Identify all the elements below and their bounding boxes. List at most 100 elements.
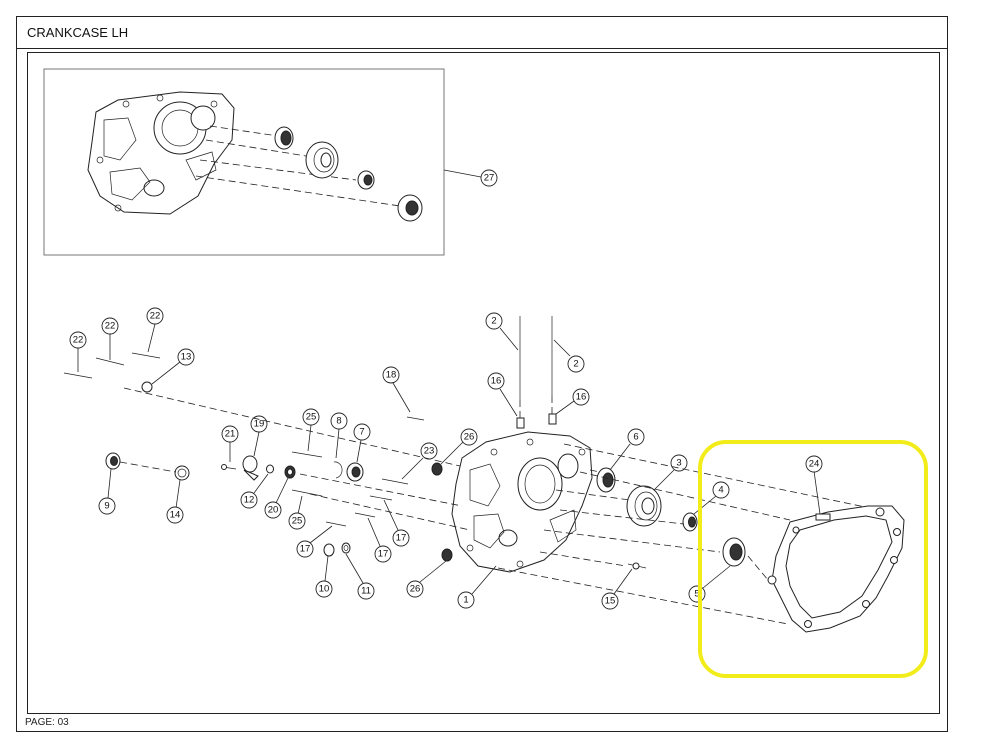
callout-17-b: 17	[374, 545, 392, 563]
page-number: PAGE: 03	[25, 717, 69, 728]
title-block: CRANKCASE LH	[17, 17, 947, 49]
svg-text:26: 26	[410, 584, 421, 595]
circlip-8	[333, 461, 343, 479]
dowel-17-b	[354, 512, 376, 518]
inset-seal	[397, 194, 423, 222]
bolt-23	[381, 478, 409, 485]
plug-26-upper	[431, 462, 443, 476]
svg-text:3: 3	[676, 458, 681, 469]
callout-1: 1	[457, 591, 475, 609]
svg-text:7: 7	[359, 427, 364, 438]
callout-26-b: 26	[406, 580, 424, 598]
callout-22-c: 22	[146, 307, 164, 325]
svg-text:4: 4	[718, 485, 723, 496]
svg-text:1: 1	[463, 595, 468, 606]
callout-15: 15	[601, 592, 619, 610]
seal-5	[722, 537, 746, 567]
stud-22-left	[63, 372, 93, 379]
callout-16-b: 16	[572, 388, 590, 406]
callout-27: 27	[480, 169, 498, 187]
inset-dash-lines	[195, 125, 401, 207]
svg-text:23: 23	[424, 446, 435, 457]
svg-text:19: 19	[254, 419, 265, 430]
svg-text:2: 2	[491, 316, 496, 327]
callout-26-a: 26	[460, 428, 478, 446]
svg-text:5: 5	[694, 589, 699, 600]
svg-text:18: 18	[386, 370, 397, 381]
svg-text:17: 17	[300, 544, 311, 555]
fitting-15	[627, 562, 647, 570]
callout-13: 13	[177, 348, 195, 366]
callout-24: 24	[805, 455, 823, 473]
callout-17-a: 17	[296, 540, 314, 558]
bearing-4	[682, 512, 698, 532]
svg-text:22: 22	[73, 335, 84, 346]
svg-text:25: 25	[292, 516, 303, 527]
callout-10: 10	[315, 580, 333, 598]
svg-text:24: 24	[809, 459, 820, 470]
dowel-17-a	[325, 521, 347, 527]
svg-text:8: 8	[336, 416, 341, 427]
callout-14: 14	[166, 506, 184, 524]
inset-bearing-c	[357, 170, 375, 190]
drawing-sheet: CRANKCASE LH PAGE: 03	[16, 16, 948, 732]
callout-20: 20	[264, 501, 282, 519]
svg-text:25: 25	[306, 412, 317, 423]
gasket-24	[767, 505, 905, 633]
callout-11: 11	[357, 582, 375, 600]
svg-text:13: 13	[181, 352, 192, 363]
stud-22-middle	[95, 357, 125, 366]
bush-16-left	[516, 417, 525, 429]
svg-text:12: 12	[244, 495, 255, 506]
svg-text:16: 16	[491, 376, 502, 387]
washer-12	[266, 464, 274, 474]
callout-9: 9	[98, 497, 116, 515]
callout-8: 8	[330, 412, 348, 430]
callout-25-a: 25	[302, 408, 320, 426]
bolt-18	[406, 416, 425, 421]
svg-text:17: 17	[378, 549, 389, 560]
callout-22-a: 22	[69, 331, 87, 349]
cap-13	[141, 381, 153, 393]
callout-2-a: 2	[485, 312, 503, 330]
dowel-17-c	[369, 495, 393, 501]
inset-crankcase	[87, 91, 235, 215]
callout-21: 21	[221, 425, 239, 443]
callout-6: 6	[627, 428, 645, 446]
svg-text:14: 14	[170, 510, 181, 521]
svg-text:6: 6	[633, 432, 638, 443]
oring-20	[284, 465, 296, 479]
detent-19	[242, 455, 259, 481]
svg-text:22: 22	[150, 311, 161, 322]
crankcase-lh	[451, 431, 593, 573]
callout-3: 3	[670, 454, 688, 472]
bush-16-right	[548, 413, 557, 425]
svg-text:9: 9	[104, 501, 109, 512]
bushing-14	[174, 465, 190, 481]
seal-9	[105, 452, 121, 470]
plug-26-lower	[441, 548, 453, 562]
callout-5: 5	[688, 585, 706, 603]
assembly-dash-lines	[123, 387, 871, 625]
svg-text:22: 22	[105, 321, 116, 332]
svg-text:17: 17	[396, 533, 407, 544]
svg-text:27: 27	[484, 173, 495, 184]
bearing-6	[596, 467, 616, 493]
svg-text:11: 11	[361, 586, 371, 597]
svg-text:16: 16	[576, 392, 587, 403]
stud-22-right	[131, 352, 161, 359]
callout-18: 18	[382, 366, 400, 384]
plug-10	[323, 543, 335, 557]
svg-text:26: 26	[464, 432, 475, 443]
highlight-box	[698, 440, 928, 678]
svg-text:20: 20	[268, 505, 279, 516]
callout-25-b: 25	[288, 512, 306, 530]
callout-23: 23	[420, 442, 438, 460]
svg-text:15: 15	[605, 596, 616, 607]
callout-7: 7	[353, 423, 371, 441]
seal-7	[346, 462, 364, 482]
svg-text:10: 10	[319, 584, 330, 595]
callout-16-a: 16	[487, 372, 505, 390]
page-title: CRANKCASE LH	[27, 25, 129, 40]
